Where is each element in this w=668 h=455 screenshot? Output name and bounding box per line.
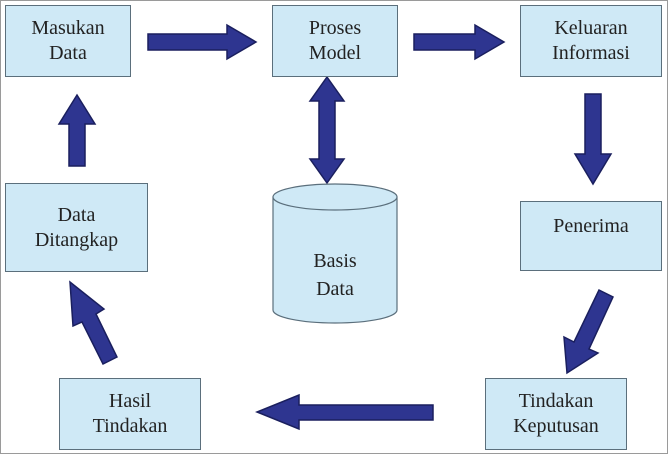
- node-label-line2: Tindakan: [92, 415, 168, 437]
- node-label-line2: Model: [308, 42, 362, 64]
- node-label-line1: Keluaran: [554, 17, 628, 39]
- arrow-process-database-bidirectional: [308, 75, 346, 185]
- node-proses-model: Proses Model: [272, 5, 398, 77]
- arrow-decision-to-result: [255, 393, 434, 431]
- node-data-ditangkap: Data Ditangkap: [5, 183, 148, 272]
- node-label-line1: Hasil: [108, 390, 152, 412]
- node-hasil-tindakan: Hasil Tindakan: [59, 378, 201, 450]
- database-label-line2: Data: [316, 278, 354, 300]
- database-cylinder-icon: [272, 183, 398, 324]
- arrow-captured-to-input: [57, 93, 97, 167]
- node-label-line2: Informasi: [552, 42, 630, 64]
- arrow-input-to-process: [147, 23, 258, 61]
- arrow-recipient-to-decision: [563, 288, 614, 375]
- node-masukan-data: Masukan Data: [5, 5, 131, 77]
- node-label-line2: Keputusan: [513, 415, 599, 437]
- node-tindakan-keputusan: Tindakan Keputusan: [485, 378, 627, 450]
- node-label-line1: Tindakan: [518, 390, 594, 412]
- database-label: Basis Data: [273, 247, 397, 303]
- arrow-process-to-output: [413, 23, 506, 61]
- node-label-line1: Data: [57, 203, 96, 226]
- node-keluaran-informasi: Keluaran Informasi: [520, 5, 662, 77]
- node-label-line1: Penerima: [553, 215, 629, 237]
- node-penerima: Penerima: [520, 201, 662, 271]
- arrow-result-to-captured: [69, 280, 118, 366]
- node-label-line2: Data: [49, 42, 87, 64]
- node-label-line2: Ditangkap: [34, 228, 119, 251]
- node-label-line1: Masukan: [31, 17, 105, 39]
- node-label-line1: Proses: [308, 17, 362, 39]
- database-label-line1: Basis: [313, 250, 357, 272]
- arrow-output-to-recipient: [573, 93, 613, 186]
